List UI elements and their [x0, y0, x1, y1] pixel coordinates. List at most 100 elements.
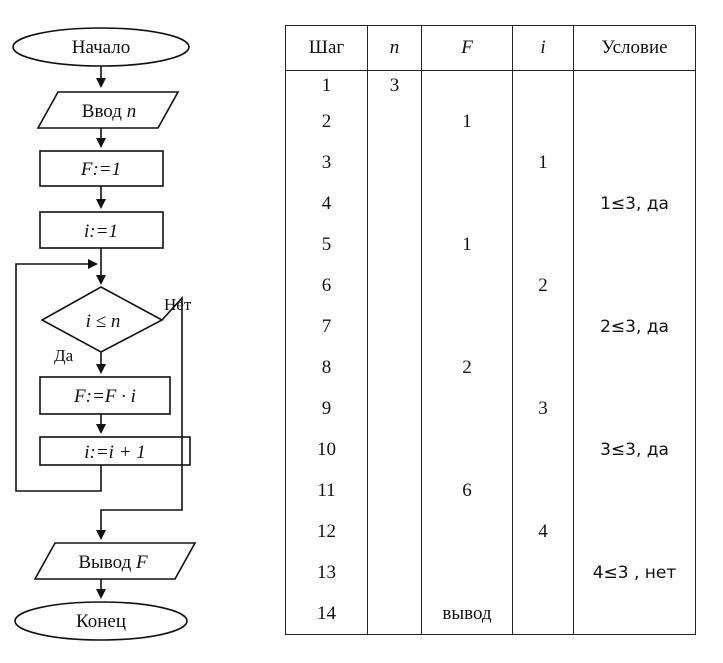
table-cell-i [512, 470, 574, 511]
table-cell-f [421, 306, 513, 347]
table-cell-condition: 4≤3 , нет [573, 552, 696, 593]
table-cell-n [367, 142, 422, 183]
table-cell-i: 2 [512, 265, 574, 306]
table-row: 4 1≤3, да [285, 183, 696, 224]
table-cell-f [421, 388, 513, 429]
table-cell-condition: 3≤3, да [573, 429, 696, 470]
end-terminator [14, 601, 188, 641]
table-cell-i [512, 552, 574, 593]
init-i-label: i:=1 [84, 221, 118, 242]
table-cell-step: 4 [285, 183, 368, 224]
table-cell-step: 14 [285, 593, 368, 635]
table-header-row: Шаг n F i Условие [285, 25, 696, 71]
table-cell-n [367, 552, 422, 593]
yes-label: Да [54, 346, 74, 365]
table-cell-i [512, 183, 574, 224]
table-row: 12 4 [285, 511, 696, 552]
table-cell-n [367, 347, 422, 388]
table-cell-condition [573, 470, 696, 511]
output-block [33, 542, 197, 580]
table-cell-f [421, 265, 513, 306]
table-row: 10 3≤3, да [285, 429, 696, 470]
table-cell-condition: 2≤3, да [573, 306, 696, 347]
table-cell-i [512, 593, 574, 635]
table-cell-i [512, 347, 574, 388]
init-i-block [39, 211, 164, 249]
table-cell-f: 2 [421, 347, 513, 388]
table-cell-i [512, 101, 574, 142]
table-cell-condition [573, 593, 696, 635]
table-row: 14 вывод [285, 593, 696, 635]
table-cell-condition [573, 265, 696, 306]
header-f: F [421, 25, 513, 71]
table-row: 13 4≤3 , нет [285, 552, 696, 593]
no-branch-line [96, 295, 183, 540]
table-cell-n: 3 [367, 70, 422, 101]
table-cell-n [367, 224, 422, 265]
input-label: Ввод n [82, 101, 136, 122]
table-cell-step: 2 [285, 101, 368, 142]
table-cell-step: 11 [285, 470, 368, 511]
table-cell-f [421, 142, 513, 183]
table-cell-f: 1 [421, 224, 513, 265]
table-cell-step: 12 [285, 511, 368, 552]
table-cell-f: вывод [421, 593, 513, 635]
multiply-label: F:=F · i [73, 386, 136, 407]
loop-back-line [15, 259, 102, 492]
table-cell-n [367, 593, 422, 635]
table-cell-step: 13 [285, 552, 368, 593]
start-label: Начало [72, 37, 131, 58]
table-cell-condition [573, 101, 696, 142]
multiply-block [39, 376, 171, 415]
table-cell-n [367, 429, 422, 470]
output-label: Вывод F [78, 552, 148, 573]
header-step: Шаг [285, 25, 368, 71]
table-cell-step: 6 [285, 265, 368, 306]
table-cell-f: 6 [421, 470, 513, 511]
no-label: Нет [164, 295, 192, 314]
table-cell-f [421, 552, 513, 593]
table-cell-i: 4 [512, 511, 574, 552]
init-f-label: F:=1 [80, 159, 121, 180]
table-cell-i [512, 70, 574, 101]
table-cell-i [512, 429, 574, 470]
table-cell-i: 3 [512, 388, 574, 429]
table-cell-i [512, 306, 574, 347]
end-label: Конец [76, 611, 126, 632]
table-cell-step: 7 [285, 306, 368, 347]
table-cell-n [367, 388, 422, 429]
table-cell-condition [573, 511, 696, 552]
table-cell-step: 5 [285, 224, 368, 265]
input-block [36, 91, 180, 129]
table-cell-condition [573, 142, 696, 183]
table-cell-i [512, 224, 574, 265]
flowchart: Начало Ввод n F:=1 i:=1 i ≤ n Да Нет F:=… [12, 27, 197, 641]
table-cell-step: 8 [285, 347, 368, 388]
header-i: i [512, 25, 574, 71]
table-cell-n [367, 265, 422, 306]
table-cell-n [367, 511, 422, 552]
table-cell-i: 1 [512, 142, 574, 183]
table-cell-condition: 1≤3, да [573, 183, 696, 224]
table-cell-n [367, 470, 422, 511]
table-cell-f: 1 [421, 101, 513, 142]
init-f-block [39, 150, 164, 187]
table-cell-n [367, 183, 422, 224]
table-row: 11 6 [285, 470, 696, 511]
table-cell-f [421, 183, 513, 224]
header-condition: Условие [573, 25, 696, 71]
increment-block [39, 436, 191, 466]
table-cell-f [421, 70, 513, 101]
table-cell-step: 1 [285, 70, 368, 101]
table-cell-condition [573, 224, 696, 265]
table-cell-n [367, 101, 422, 142]
table-cell-step: 10 [285, 429, 368, 470]
increment-label: i:=i + 1 [84, 442, 146, 463]
